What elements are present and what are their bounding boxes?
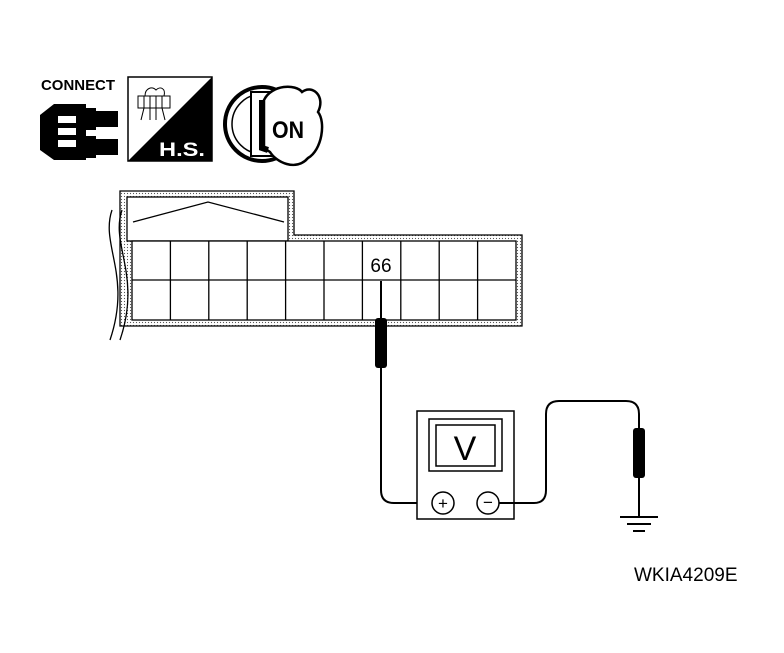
ignition-on-label: ON bbox=[272, 117, 304, 144]
negative-terminal-symbol: − bbox=[483, 493, 493, 512]
negative-test-lead bbox=[499, 400, 645, 516]
ignition-key-on-icon: ON bbox=[223, 85, 324, 167]
ground-icon bbox=[620, 516, 658, 532]
voltmeter: V + − bbox=[416, 410, 515, 520]
positive-test-probe bbox=[375, 281, 430, 504]
terminal-label: 66 bbox=[370, 256, 391, 277]
voltmeter-display: V bbox=[454, 430, 477, 468]
negative-terminal: − bbox=[476, 491, 500, 515]
figure-id: WKIA4209E bbox=[634, 565, 738, 586]
harness-side-icon: H.S. bbox=[127, 76, 213, 162]
harness-side-label: H.S. bbox=[159, 140, 205, 161]
connect-label: CONNECT bbox=[41, 77, 115, 94]
positive-terminal: + bbox=[431, 491, 455, 515]
harness-connector: 66 bbox=[108, 190, 523, 341]
connect-icon: CONNECT bbox=[40, 77, 118, 160]
positive-terminal-symbol: + bbox=[438, 494, 448, 513]
